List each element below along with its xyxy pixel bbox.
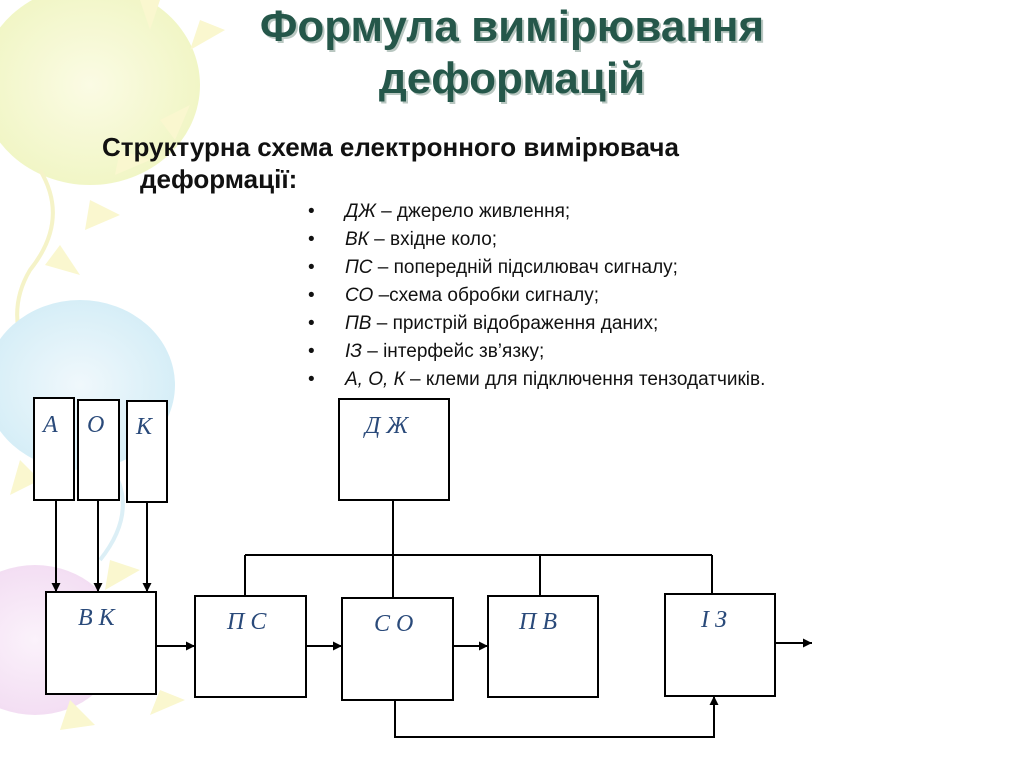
legend-text: – попередній підсилювач сигналу;: [372, 257, 678, 278]
legend-abbr: ПС: [345, 257, 373, 278]
legend-abbr: ДЖ: [345, 201, 376, 222]
bullet-icon: •: [308, 201, 315, 222]
connections: [51, 500, 812, 738]
sun-rays: [10, 0, 225, 730]
block-o-label: О: [87, 412, 104, 438]
legend-item-dzh: • ДЖ – джерело живлення;: [308, 198, 765, 226]
subtitle-line-1: Структурна схема електронного вимірювача: [102, 132, 679, 162]
block-so: С О: [341, 597, 454, 701]
block-k-label: К: [135, 414, 154, 440]
legend-item-ps: • ПС – попередній підсилювач сигналу;: [308, 254, 765, 282]
bullet-icon: •: [308, 257, 315, 278]
block-pv: П В: [487, 595, 599, 698]
page-title-line-1: Формула вимірювання: [259, 2, 765, 51]
block-a-label: А: [41, 412, 58, 438]
legend-text: – джерело живлення;: [375, 201, 571, 222]
legend-item-vk: • ВК – вхідне коло;: [308, 226, 765, 254]
block-iz: І З: [664, 593, 776, 697]
legend-abbr: СО: [345, 285, 374, 306]
block-o: О: [77, 399, 120, 501]
bullet-icon: •: [308, 313, 315, 334]
bullet-icon: •: [308, 285, 315, 306]
legend-text: – пристрій відображення даних;: [371, 313, 659, 334]
block-pv-label: П В: [518, 609, 557, 635]
page-title-line-2: деформацій: [378, 54, 646, 103]
block-dzh: Д Ж: [338, 398, 450, 501]
block-so-label: С О: [374, 611, 413, 637]
legend-abbr: ПВ: [345, 313, 372, 334]
wire-so-to-iz-feedback: [394, 696, 719, 738]
legend-abbr: А, О, К: [345, 369, 405, 390]
block-vk-label: В К: [78, 605, 117, 631]
block-dzh-label: Д Ж: [363, 413, 409, 439]
legend-item-so: • СО –схема обробки сигналу;: [308, 282, 765, 310]
block-iz-label: І З: [700, 607, 727, 633]
block-ps: П С: [194, 595, 307, 698]
legend-text: – клеми для підключення тензодатчиків.: [404, 369, 766, 390]
bullet-icon: •: [308, 369, 315, 390]
bullet-icon: •: [308, 341, 315, 362]
subtitle-line-2: деформації:: [140, 164, 298, 194]
block-ps-label: П С: [226, 609, 267, 635]
legend-abbr: ІЗ: [345, 341, 362, 362]
block-a: А: [33, 397, 75, 501]
legend-item-pv: • ПВ – пристрій відображення даних;: [308, 310, 765, 338]
legend-abbr: ВК: [345, 229, 369, 250]
legend-list: • ДЖ – джерело живлення; • ВК – вхідне кол…: [308, 198, 765, 394]
block-vk: В К: [45, 591, 157, 695]
legend-text: –схема обробки сигналу;: [373, 285, 600, 306]
block-k: К: [126, 400, 168, 503]
legend-item-aok: • А, О, К – клеми для підключення тензода…: [308, 366, 765, 394]
bullet-icon: •: [308, 229, 315, 250]
legend-text: – інтерфейс зв’язку;: [361, 341, 545, 362]
legend-text: – вхідне коло;: [368, 229, 498, 250]
legend-item-iz: • ІЗ – інтерфейс зв’язку;: [308, 338, 765, 366]
